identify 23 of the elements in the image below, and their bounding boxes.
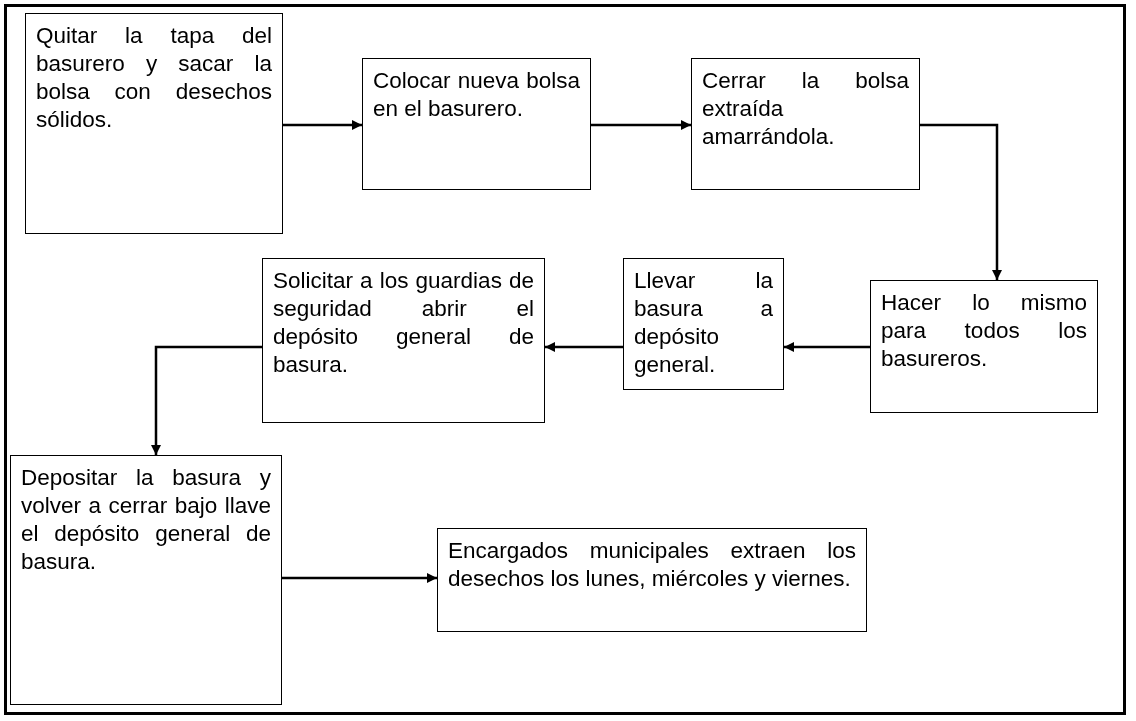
step-text: Colocar nueva bolsa en el basurero.: [373, 67, 580, 123]
arrow: [282, 573, 437, 583]
arrow: [151, 345, 262, 455]
process-box: [691, 58, 920, 190]
step-text: Llevar la basura a depósito general.: [634, 267, 773, 379]
arrow: [591, 120, 691, 130]
process-box: [870, 280, 1098, 413]
step-text: Cerrar la bolsa extraída amarrándola.: [702, 67, 909, 151]
arrow: [283, 120, 362, 130]
step-text: Solicitar a los guardias de seguridad abrir el depósito general de basura.: [273, 267, 534, 379]
process-box: [10, 455, 282, 705]
process-box: [25, 13, 283, 234]
arrow: [784, 342, 870, 352]
step-text: Quitar la tapa del basurero y sacar la bolsa con desechos sólidos.: [36, 22, 272, 134]
arrow: [920, 123, 1002, 280]
process-box: [262, 258, 545, 423]
step-text: Hacer lo mismo para todos los basureros.: [881, 289, 1087, 373]
process-box: [437, 528, 867, 632]
process-box: [623, 258, 784, 390]
step-text: Depositar la basura y volver a cerrar bajo llave el depósito general de basura.: [21, 464, 271, 576]
step-text: Encargados municipales extraen los desechos los lunes, miércoles y viernes.: [448, 537, 856, 593]
arrow: [545, 342, 623, 352]
process-box: [362, 58, 591, 190]
